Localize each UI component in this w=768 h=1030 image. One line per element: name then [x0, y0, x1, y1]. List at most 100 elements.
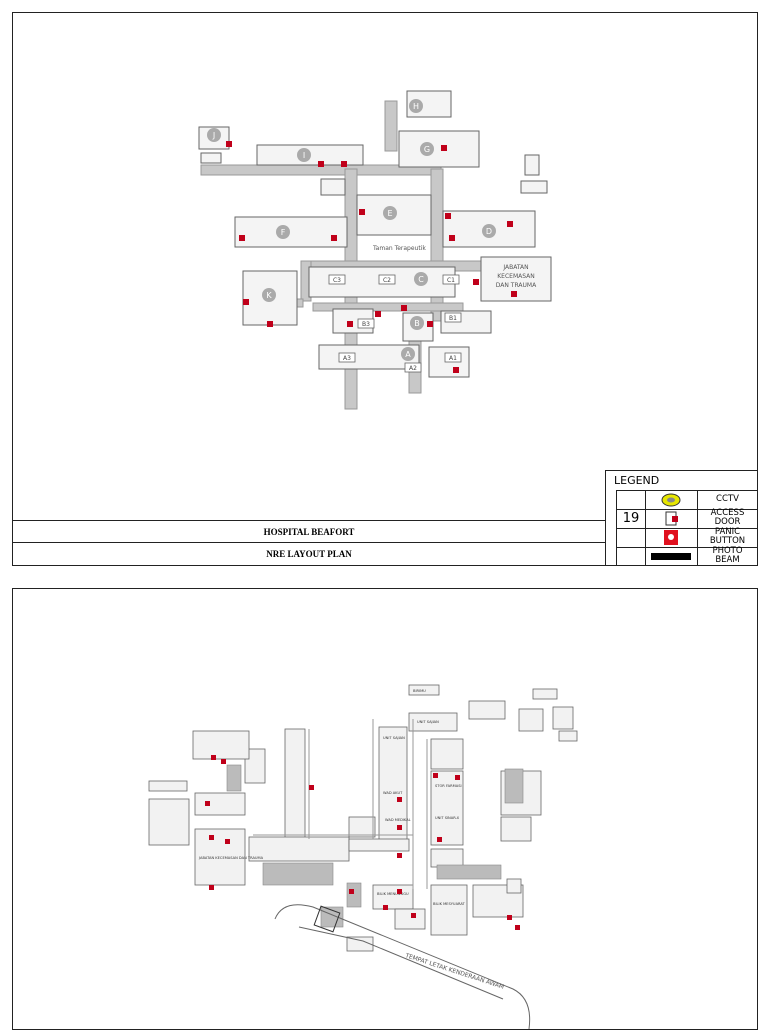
svg-text:DAN TRAUMA: DAN TRAUMA	[496, 282, 537, 289]
access-door-icon	[221, 759, 226, 764]
access-door-icon	[515, 925, 520, 930]
svg-text:JABATAN: JABATAN	[502, 264, 528, 271]
block-label-f: F	[276, 225, 290, 239]
courtyard-label: Taman Terapeutik	[372, 245, 426, 252]
access-door-icon	[359, 209, 365, 215]
wing-labels: C3 C2 C1 B3 B1 A3 A2 A1	[328, 274, 462, 373]
svg-text:D: D	[486, 227, 492, 236]
legend-row-cctv: CCTV	[617, 491, 758, 510]
access-door-icon	[318, 161, 324, 167]
access-door-icon	[397, 889, 402, 894]
access-door-icon	[511, 291, 517, 297]
access-door-icon	[205, 801, 210, 806]
floor-plan-sheet-2: TEMPAT LETAK KENDERAAN AWAM BIRIMU UNIT …	[12, 588, 758, 1030]
block-labels: H J I G E F D C K B A	[207, 99, 496, 361]
access-door-icon	[473, 279, 479, 285]
svg-text:C: C	[418, 275, 424, 284]
access-door-icon	[383, 905, 388, 910]
svg-text:WAD AKUT: WAD AKUT	[383, 791, 403, 795]
access-door-icon	[209, 835, 214, 840]
svg-text:C1: C1	[447, 277, 455, 284]
svg-text:UNIT SINAR-X: UNIT SINAR-X	[435, 816, 460, 820]
access-door-icon	[226, 141, 232, 147]
svg-text:A2: A2	[409, 365, 417, 372]
legend-title: LEGEND	[614, 474, 660, 487]
svg-text:BILIK MENUNGGU: BILIK MENUNGGU	[377, 892, 409, 896]
svg-text:UNIT SAJIAN: UNIT SAJIAN	[383, 736, 405, 740]
access-door-icon	[331, 235, 337, 241]
svg-text:B3: B3	[362, 321, 370, 328]
access-door-icon	[309, 785, 314, 790]
access-door-icon	[225, 839, 230, 844]
svg-text:C3: C3	[333, 277, 341, 284]
panic-button-icon	[664, 530, 678, 545]
svg-text:BILIK MESYUARAT: BILIK MESYUARAT	[433, 902, 466, 906]
svg-text:STOR FARMASI: STOR FARMASI	[435, 784, 462, 788]
site-buildings	[148, 684, 578, 952]
svg-text:C2: C2	[383, 277, 391, 284]
access-door-icon	[433, 773, 438, 778]
svg-text:F: F	[281, 228, 286, 237]
access-door-icon	[375, 311, 381, 317]
svg-text:A: A	[405, 350, 411, 359]
svg-text:K: K	[266, 291, 272, 300]
access-door-icon	[397, 797, 402, 802]
access-door-icon	[349, 889, 354, 894]
access-door-icon	[397, 825, 402, 830]
access-door-markers	[205, 755, 520, 930]
access-door-icon	[455, 775, 460, 780]
block-label-d: D	[482, 224, 496, 238]
svg-text:G: G	[424, 145, 430, 154]
block-label-g: G	[420, 142, 434, 156]
access-door-icon	[507, 221, 513, 227]
block-label-b: B	[410, 316, 424, 330]
block-label-a: A	[401, 347, 415, 361]
access-door-icon	[427, 321, 433, 327]
emergency-dept-label: JABATAN KECEMASAN DAN TRAUMA	[496, 264, 537, 289]
block-label-c: C	[414, 272, 428, 286]
floor-plan-sheet-1: H J I G E F D C K B A C3 C2 C1 B3 B1 A3 …	[12, 12, 758, 566]
access-door-icon	[267, 321, 273, 327]
parking-label: TEMPAT LETAK KENDERAAN AWAM	[403, 952, 504, 991]
plan-subtitle: NRE LAYOUT PLAN	[13, 542, 605, 565]
svg-text:I: I	[303, 151, 305, 160]
access-door-icon	[243, 299, 249, 305]
building-blocks	[198, 90, 552, 378]
access-door-markers	[226, 141, 517, 373]
legend-box: LEGEND CCTV 19	[605, 470, 758, 566]
site-corridors	[253, 719, 428, 889]
access-door-icon	[441, 145, 447, 151]
site-plan-drawing: TEMPAT LETAK KENDERAAN AWAM BIRIMU UNIT …	[148, 684, 578, 1029]
access-door-icon	[397, 853, 402, 858]
plan-title: HOSPITAL BEAFORT	[13, 520, 605, 543]
access-door-icon	[665, 511, 678, 526]
block-label-j: J	[207, 128, 221, 142]
building-labels: BIRIMU UNIT SAJIAN UNIT SAJIAN WAD AKUT …	[198, 689, 466, 906]
svg-text:J: J	[212, 131, 215, 140]
access-door-icon	[437, 837, 442, 842]
floor-plan-drawing: H J I G E F D C K B A C3 C2 C1 B3 B1 A3 …	[198, 90, 552, 410]
block-label-h: H	[409, 99, 423, 113]
road-edge	[274, 904, 531, 1029]
guard-post	[313, 905, 341, 933]
access-door-icon	[209, 885, 214, 890]
access-door-icon	[211, 755, 216, 760]
photo-beam-icon	[651, 553, 691, 560]
svg-text:H: H	[413, 102, 419, 111]
svg-text:KECEMASAN: KECEMASAN	[497, 273, 535, 280]
access-door-icon	[449, 235, 455, 241]
access-door-icon	[453, 367, 459, 373]
svg-text:BIRIMU: BIRIMU	[413, 689, 426, 693]
road-edge	[298, 926, 504, 1000]
access-door-icon	[445, 213, 451, 219]
access-door-icon	[507, 915, 512, 920]
access-door-icon	[341, 161, 347, 167]
cctv-icon	[661, 493, 681, 507]
svg-text:A1: A1	[449, 355, 457, 362]
block-label-i: I	[297, 148, 311, 162]
access-door-icon	[347, 321, 353, 327]
